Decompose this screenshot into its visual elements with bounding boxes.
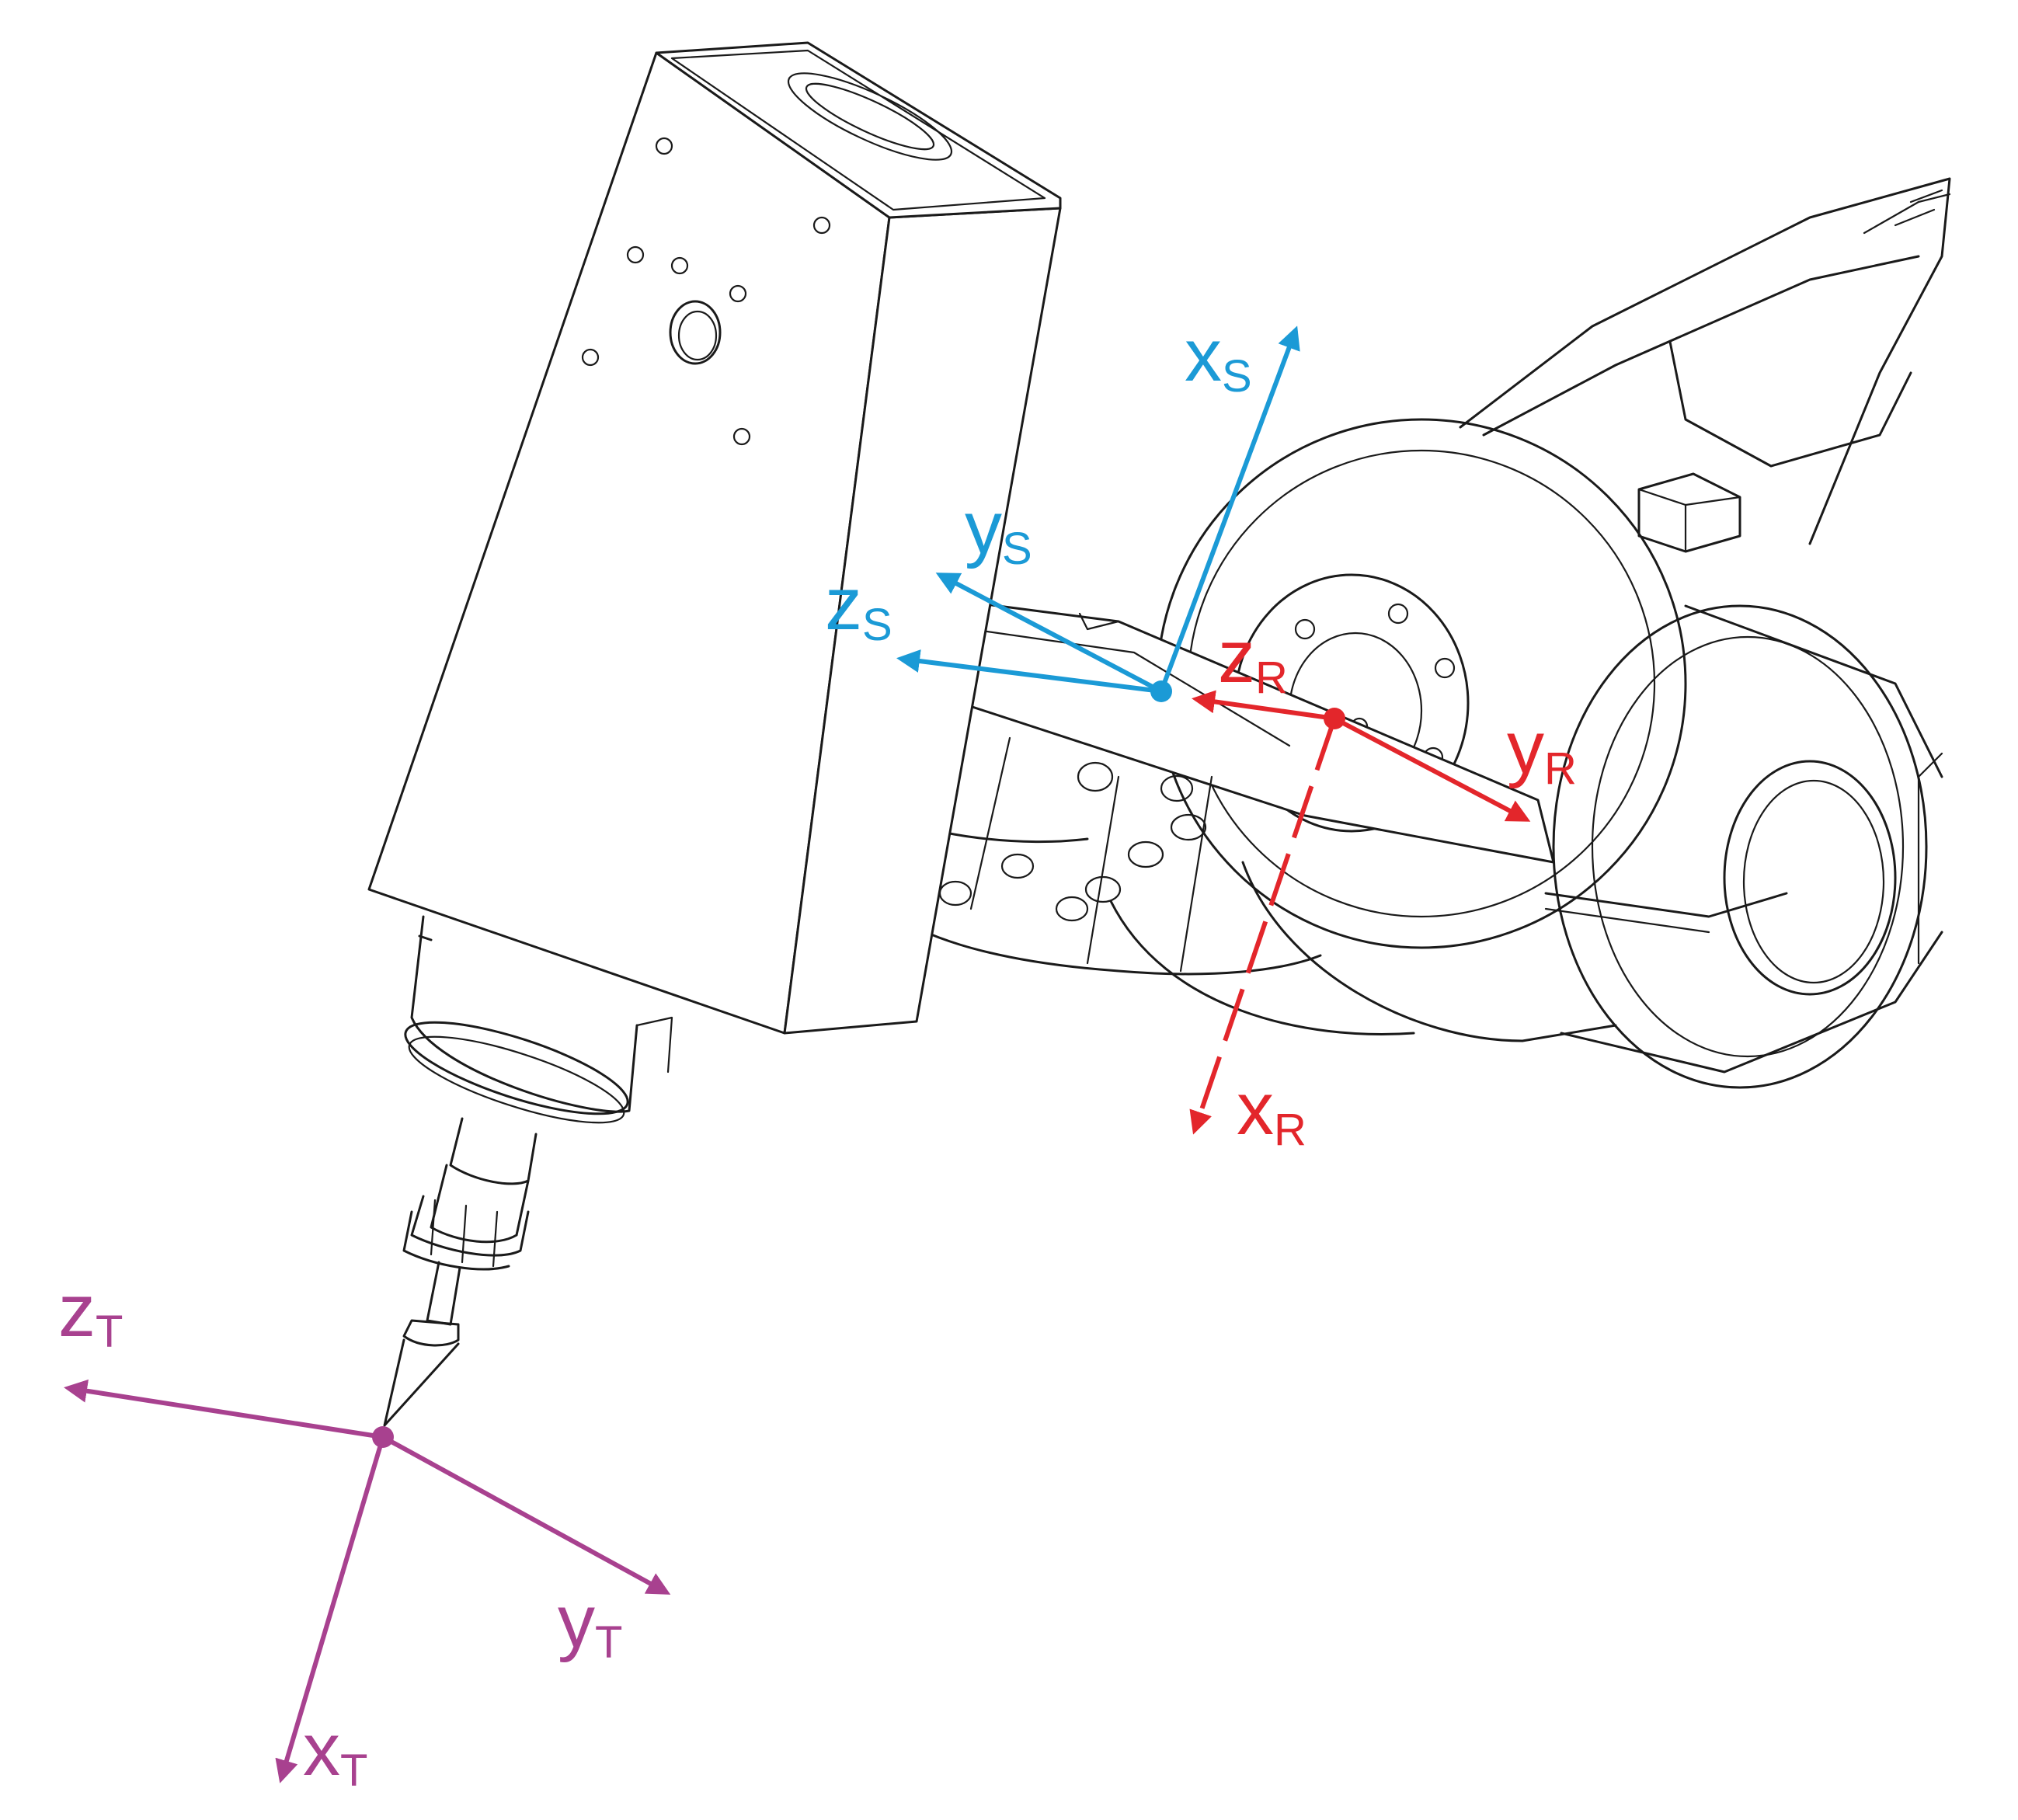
robot-x-label: xR bbox=[1237, 1067, 1306, 1155]
sensor-frame: xS yS zS bbox=[825, 314, 1300, 702]
sensor-z-label: zS bbox=[825, 562, 892, 650]
tool-x-label: xT bbox=[303, 1708, 367, 1796]
tool-y-axis bbox=[381, 1435, 671, 1595]
robot-y-label: yR bbox=[1507, 706, 1577, 794]
tool-z-label: zT bbox=[58, 1269, 123, 1357]
sensor-y-axis bbox=[935, 572, 1163, 694]
tool-z-axis bbox=[64, 1379, 384, 1439]
robot-frame: xR yR zR bbox=[1189, 615, 1577, 1155]
tool-origin bbox=[372, 1426, 394, 1448]
spindle-drawing bbox=[367, 41, 1062, 1427]
tool-frame: xT yT zT bbox=[58, 1269, 671, 1796]
tool-y-label: yT bbox=[558, 1580, 622, 1668]
robot-z-label: zR bbox=[1218, 615, 1288, 703]
tool-x-axis bbox=[275, 1436, 385, 1783]
sensor-origin bbox=[1150, 680, 1172, 702]
sensor-x-axis bbox=[1159, 325, 1300, 693]
robot-x-axis bbox=[1189, 718, 1337, 1135]
sensor-y-label: yS bbox=[965, 486, 1032, 574]
sensor-x-label: xS bbox=[1185, 314, 1252, 402]
robot-arm-drawing bbox=[853, 177, 1951, 1089]
robot-origin bbox=[1324, 708, 1345, 729]
robot-z-axis bbox=[1192, 690, 1335, 721]
robot-y-axis bbox=[1333, 716, 1531, 822]
sensor-z-axis bbox=[896, 649, 1162, 694]
